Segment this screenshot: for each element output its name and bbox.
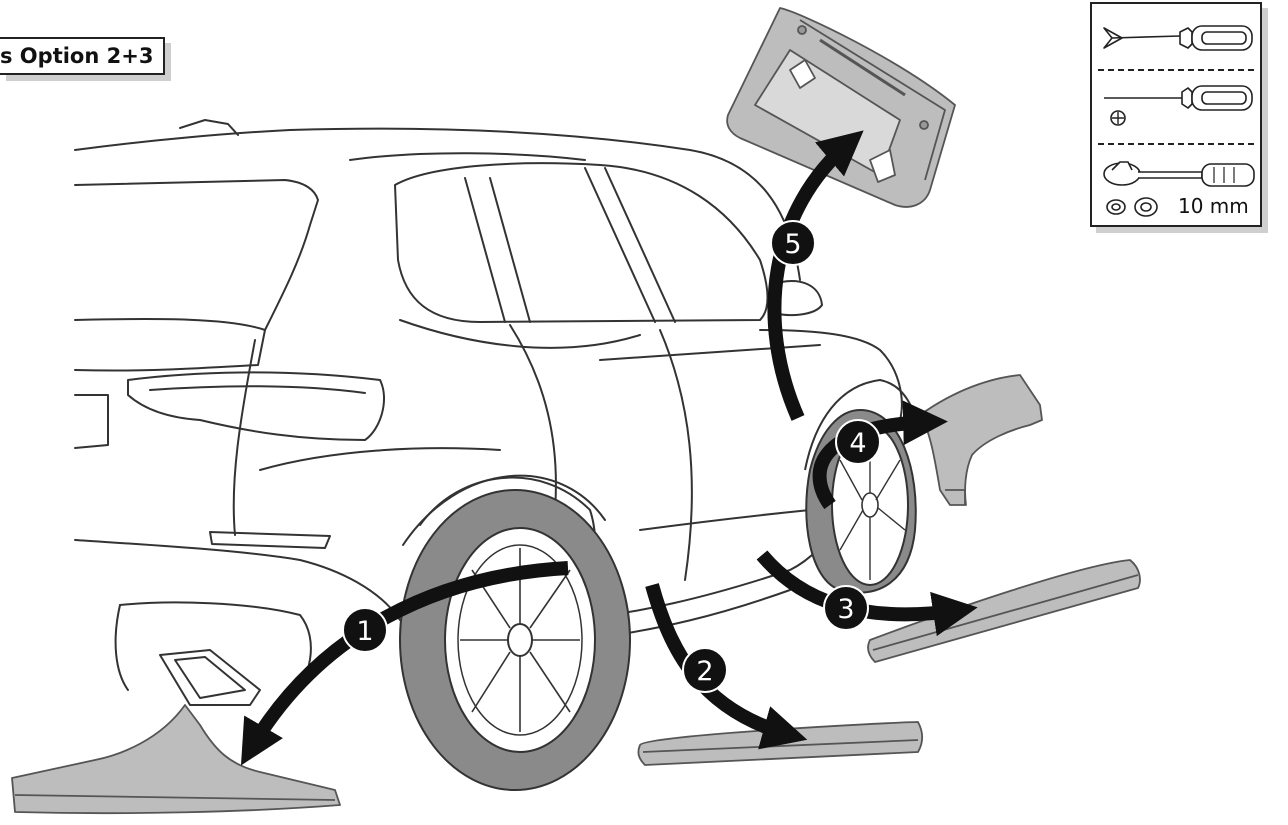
part-rear-bumper-trim [12,705,340,813]
trim-removal-tool-icon [1104,26,1252,50]
svg-text:4: 4 [849,428,866,459]
step-badge-2: 2 [683,648,727,692]
step-badge-4: 4 [836,420,880,464]
part-wheel-arch-trim [920,375,1042,505]
step-badge-1: 1 [343,608,387,652]
tools-panel: 10 mm [1090,2,1262,227]
step-badge-3: 3 [824,586,868,630]
socket-icon [1107,198,1157,216]
phillips-screwdriver-icon [1104,86,1252,125]
part-wheel-housing-cover [727,8,955,207]
svg-text:2: 2 [696,656,713,687]
svg-text:1: 1 [356,616,373,647]
svg-text:3: 3 [837,594,854,625]
option-label: s Option 2+3 [0,37,165,75]
svg-text:5: 5 [784,229,801,260]
socket-size-label: 10 mm [1178,194,1249,218]
ratchet-wrench-icon [1104,162,1254,186]
step-badge-5: 5 [771,221,815,265]
step-5-arrow [774,142,850,418]
rear-wheel [400,490,630,790]
